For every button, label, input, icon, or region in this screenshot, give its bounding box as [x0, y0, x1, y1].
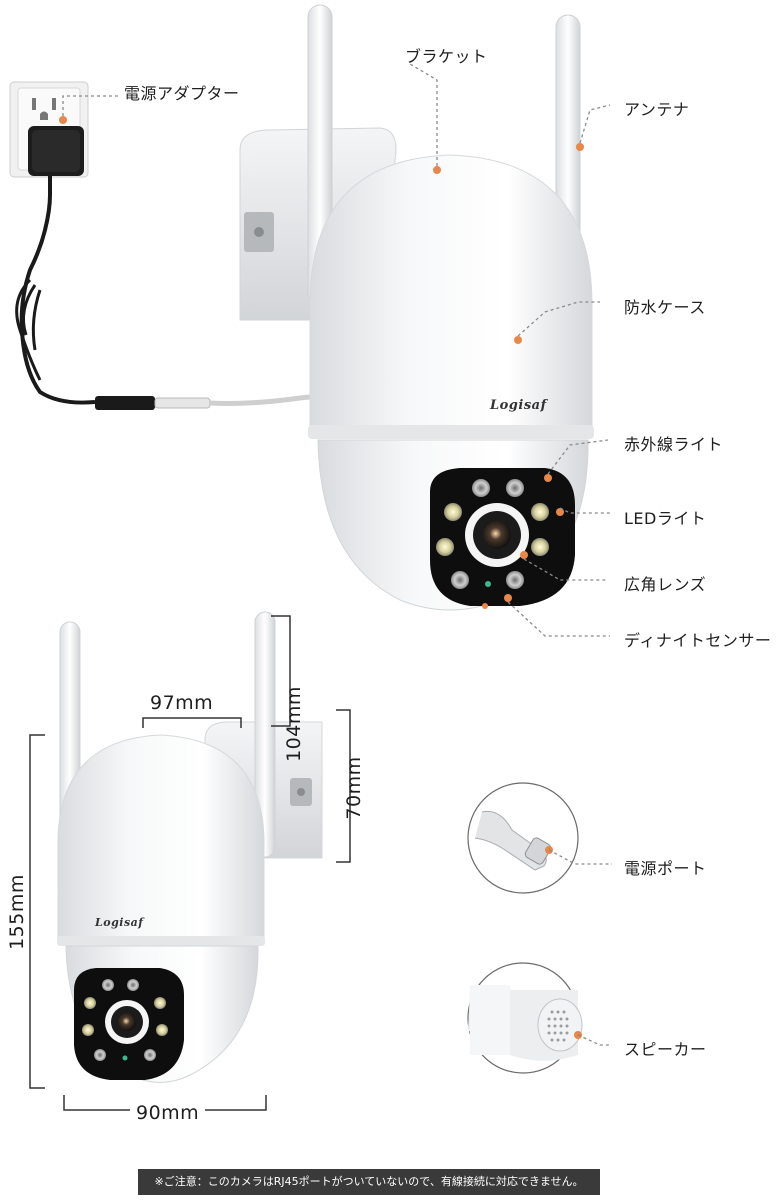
- dimension-camera-figure: [29, 611, 351, 1111]
- brand-logo-small: Logisaf: [95, 916, 144, 929]
- brand-logo-main: Logisaf: [490, 398, 547, 413]
- footer-note: ※ご注意：このカメラはRJ45ポートがついていないので、有線接続に対応できません…: [138, 1169, 600, 1195]
- label-power-adapter: 電源アダプター: [124, 84, 240, 103]
- speaker-detail: [467, 962, 612, 1074]
- dim-total-height: 155mm: [6, 874, 28, 950]
- dim-top-width: 97mm: [150, 692, 214, 714]
- dim-bottom-width: 90mm: [130, 1102, 206, 1124]
- label-antenna: アンテナ: [624, 100, 690, 119]
- label-infrared-light: 赤外線ライト: [624, 435, 724, 454]
- power-port-detail: [467, 782, 612, 894]
- power-adapter-figure: [9, 81, 331, 410]
- dim-mount-height: 70mm: [343, 756, 365, 820]
- main-camera-figure: [59, 4, 612, 637]
- label-led-light: LEDライト: [624, 509, 707, 528]
- label-bracket: ブラケット: [405, 47, 488, 66]
- label-waterproof-case: 防水ケース: [624, 298, 706, 317]
- label-day-night-sensor: ディナイトセンサー: [624, 631, 772, 650]
- dim-bracket-height: 104mm: [283, 686, 305, 762]
- label-speaker: スピーカー: [624, 1040, 707, 1059]
- label-wide-lens: 広角レンズ: [624, 575, 707, 594]
- label-power-port: 電源ポート: [624, 859, 707, 878]
